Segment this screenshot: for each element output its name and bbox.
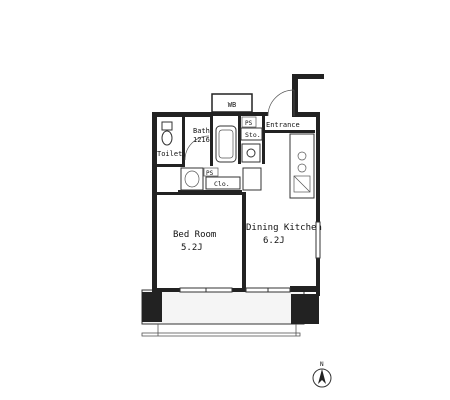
dining-kitchen-area: 6.2J <box>263 236 285 246</box>
fridge <box>242 167 262 191</box>
right-window <box>315 221 321 259</box>
ps-mid-label: PS <box>206 170 214 177</box>
bath-door-swing <box>184 135 210 161</box>
closet-label: Clo. <box>214 180 230 188</box>
ps-top-box <box>241 116 257 128</box>
bed-room-area: 5.2J <box>181 243 203 253</box>
entrance-label: Entrance <box>266 121 300 129</box>
closet-box <box>205 176 241 190</box>
ps-mid-box <box>203 167 219 177</box>
kitchen-counter <box>289 133 315 199</box>
wash-basin <box>180 167 204 191</box>
bath-label: Bath <box>193 127 210 135</box>
ps-top-label: PS <box>245 120 253 127</box>
balcony <box>141 289 319 337</box>
bottom-windows <box>179 287 291 293</box>
north-compass: N <box>312 361 332 388</box>
entrance-door-swing <box>267 89 295 117</box>
toilet-fixture <box>161 121 173 146</box>
bath-size: 1216 <box>193 136 210 144</box>
dining-kitchen-label: Dining Kitchen <box>246 223 322 233</box>
interior-walls <box>157 116 315 288</box>
washer-box: WB <box>211 93 253 113</box>
washer-label: WB <box>228 101 236 109</box>
storage-box <box>240 127 263 141</box>
vanity-sink <box>241 143 261 163</box>
toilet-label: Toilet <box>157 150 182 158</box>
bed-room-label: Bed Room <box>173 230 216 240</box>
compass-label: N <box>320 361 324 368</box>
storage-label: Sto. <box>245 131 261 139</box>
bathtub <box>215 125 237 163</box>
